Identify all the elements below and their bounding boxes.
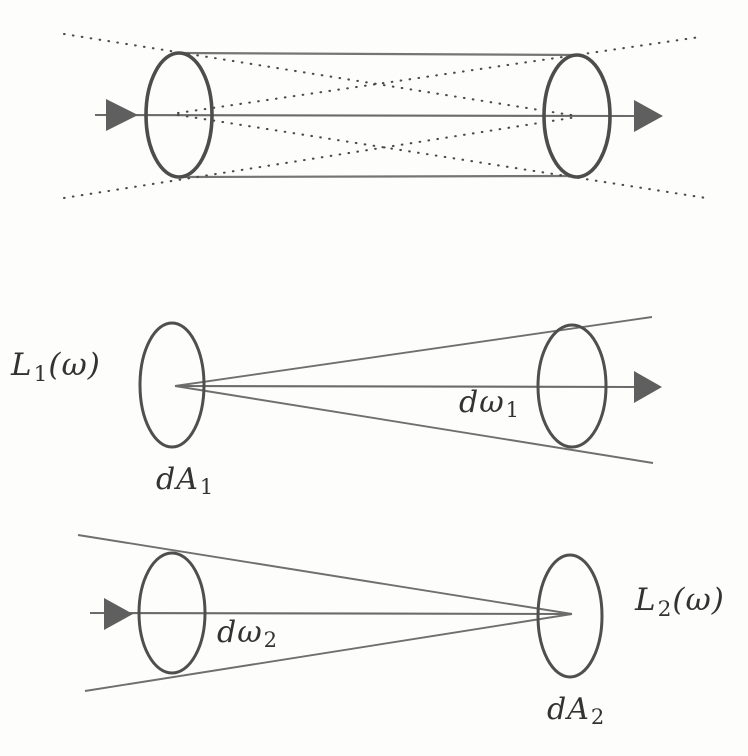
label-subscript: 2 (263, 628, 279, 653)
cone1-axis-line (174, 384, 636, 389)
tube-left-aperture-ellipse (144, 51, 214, 179)
cone1-lower-ray (174, 385, 654, 464)
dotted-ray-center-to-bottomright (176, 113, 708, 200)
label-solid-angle-dw2: dω2 (217, 618, 278, 651)
label-text: dA (547, 692, 590, 727)
cone2-lower-ray (84, 613, 573, 692)
cone1-upper-ray (174, 316, 653, 387)
label-text: dω (217, 615, 263, 650)
cone2-upper-ray (77, 534, 573, 615)
label-text: dA (156, 462, 199, 497)
label-subscript: 1 (199, 475, 215, 500)
area-dA1-ellipse (138, 321, 206, 449)
label-subscript: 1 (505, 398, 521, 423)
tube-left-arrowhead-icon (106, 99, 138, 131)
label-subscript: 2 (590, 705, 606, 730)
ray-tube-diagram (62, 32, 708, 200)
label-radiance-L1: L1(ω) (11, 350, 101, 385)
label-text: (ω) (672, 582, 725, 618)
cone1-far-aperture-ellipse (536, 323, 608, 449)
tube-right-arrowhead-icon (634, 100, 663, 132)
dotted-ray-bottomleft-to-center (62, 115, 579, 200)
dotted-ray-center-to-topright (176, 35, 702, 115)
label-text: L (11, 347, 33, 383)
cone1-arrowhead-icon (634, 371, 662, 403)
label-text: dω (459, 385, 505, 420)
radiance-L1-diagram (138, 316, 662, 464)
tube-bottom-edge (178, 174, 571, 179)
label-solid-angle-dw1: dω1 (459, 388, 520, 421)
label-text: (ω) (48, 347, 101, 383)
cone2-near-aperture-ellipse (137, 551, 207, 675)
label-radiance-L2: L2(ω) (635, 585, 725, 620)
label-area-dA1: dA1 (156, 465, 214, 498)
cone2-axis-line (89, 611, 573, 616)
area-dA2-ellipse (536, 553, 604, 679)
tube-right-aperture-ellipse (542, 53, 612, 179)
tube-top-edge (178, 51, 578, 57)
radiance-L2-diagram (77, 534, 604, 692)
cone2-arrowhead-icon (104, 598, 133, 630)
label-text: L (635, 582, 657, 618)
label-area-dA2: dA2 (547, 695, 605, 728)
label-subscript: 2 (657, 596, 673, 622)
tube-axis-line (94, 113, 637, 118)
dotted-ray-topleft-to-center (62, 32, 579, 118)
label-subscript: 1 (33, 361, 49, 387)
